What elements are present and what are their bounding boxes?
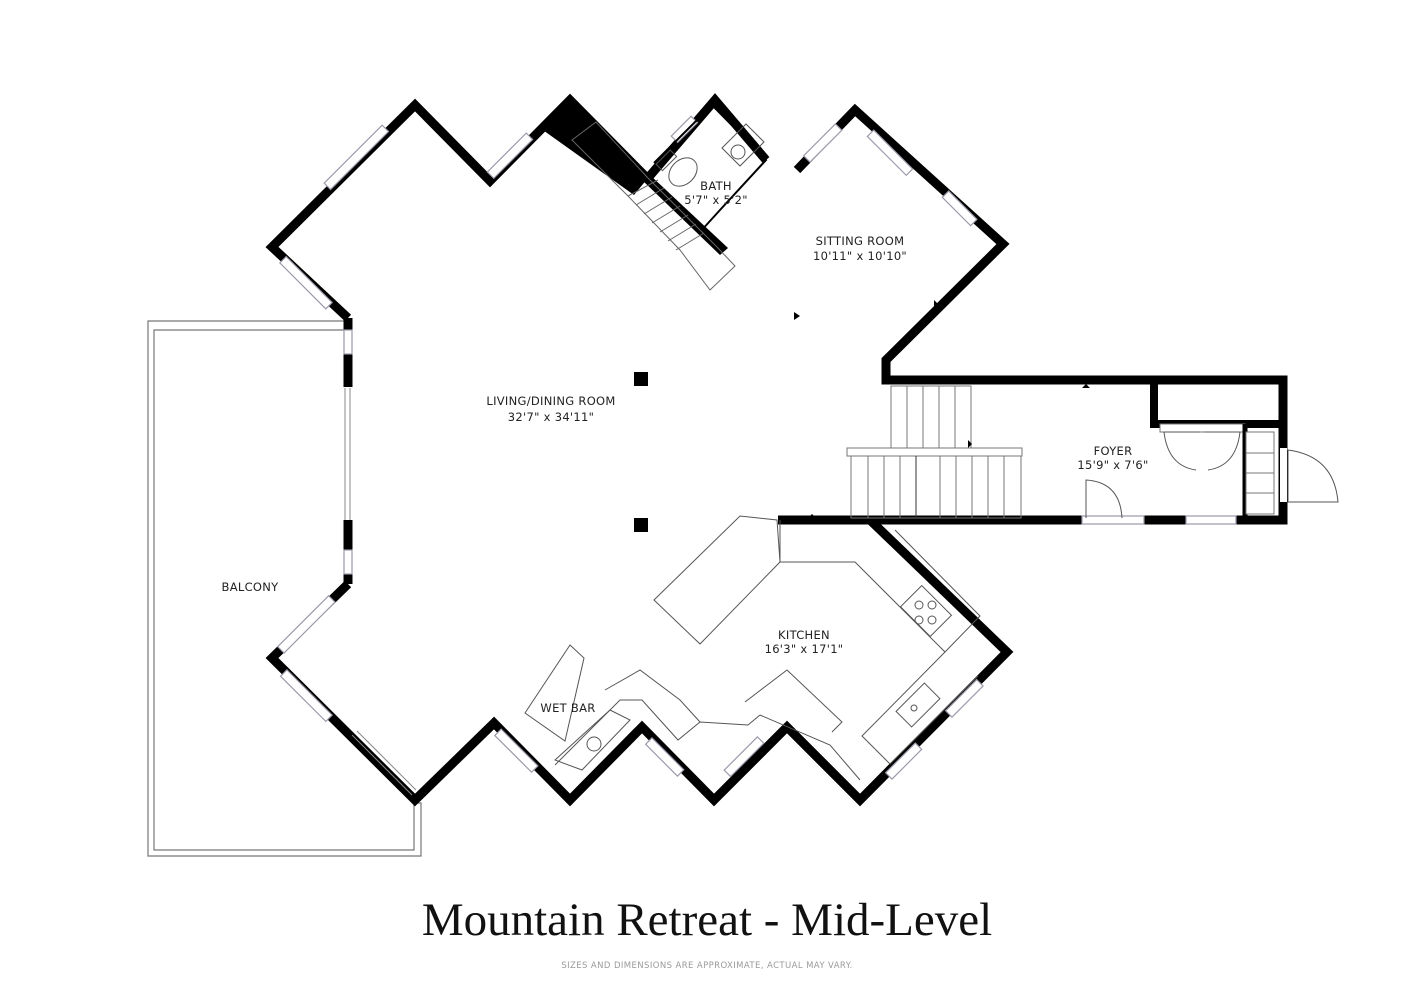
- window: [944, 678, 984, 718]
- window: [486, 132, 534, 180]
- window: [1185, 515, 1237, 525]
- stairs-upper: [571, 121, 736, 291]
- columns: [634, 372, 648, 532]
- living-dining-size: 32'7" x 34'11": [508, 410, 594, 424]
- balcony-sliding-door: [344, 388, 417, 796]
- foyer-name: FOYER: [1094, 444, 1133, 458]
- bath-fixtures: [653, 103, 768, 233]
- window: [941, 190, 978, 227]
- stairs-foyer: [846, 385, 1023, 519]
- window: [884, 742, 923, 780]
- window: [323, 124, 390, 191]
- toilet: [668, 157, 698, 187]
- kitchen-name: KITCHEN: [778, 628, 830, 642]
- bath-name: BATH: [700, 179, 732, 193]
- kitchen-fixtures: [653, 515, 981, 781]
- entry-door: [1287, 449, 1339, 503]
- counter-lower: [861, 651, 979, 765]
- window: [279, 668, 334, 723]
- column: [634, 372, 648, 386]
- room-labels: BATH 5'7" x 5'2" SITTING ROOM 10'11" x 1…: [222, 179, 1149, 715]
- counter: [779, 520, 981, 653]
- sitting-room-name: SITTING ROOM: [816, 234, 905, 248]
- window: [493, 728, 539, 774]
- bath-sink: [721, 123, 765, 167]
- living-dining-name: LIVING/DINING ROOM: [486, 394, 615, 408]
- window: [670, 115, 699, 144]
- wet-bar: [524, 644, 761, 771]
- balcony-name: BALCONY: [222, 580, 280, 594]
- closet-door: [1204, 431, 1241, 471]
- plan-title: Mountain Retreat - Mid-Level: [421, 894, 993, 946]
- kitchen-size: 16'3" x 17'1": [765, 642, 844, 656]
- kitchen-island: [653, 515, 781, 645]
- foyer-closet: [1085, 380, 1339, 520]
- kitchen-sink: [895, 682, 941, 728]
- foyer-interior-door: [1085, 479, 1123, 519]
- window: [802, 123, 843, 163]
- window: [343, 329, 353, 355]
- closet-door: [1163, 431, 1200, 471]
- sitting-room-size: 10'11" x 10'10": [813, 249, 907, 263]
- window: [278, 255, 334, 310]
- windows: [276, 115, 1237, 780]
- markers: [794, 300, 1090, 518]
- disclaimer: SIZES AND DIMENSIONS ARE APPROXIMATE, AC…: [561, 961, 853, 971]
- balcony: [147, 320, 422, 857]
- window: [343, 549, 353, 575]
- bath-size: 5'7" x 5'2": [684, 193, 748, 207]
- toilet-tank: [655, 149, 678, 172]
- foyer-size: 15'9" x 7'6": [1077, 458, 1148, 472]
- window: [866, 129, 914, 177]
- window: [1081, 515, 1145, 525]
- window: [723, 736, 765, 778]
- window: [276, 594, 336, 654]
- column: [634, 518, 648, 532]
- wet-bar-name: WET BAR: [540, 701, 595, 715]
- window: [644, 737, 685, 777]
